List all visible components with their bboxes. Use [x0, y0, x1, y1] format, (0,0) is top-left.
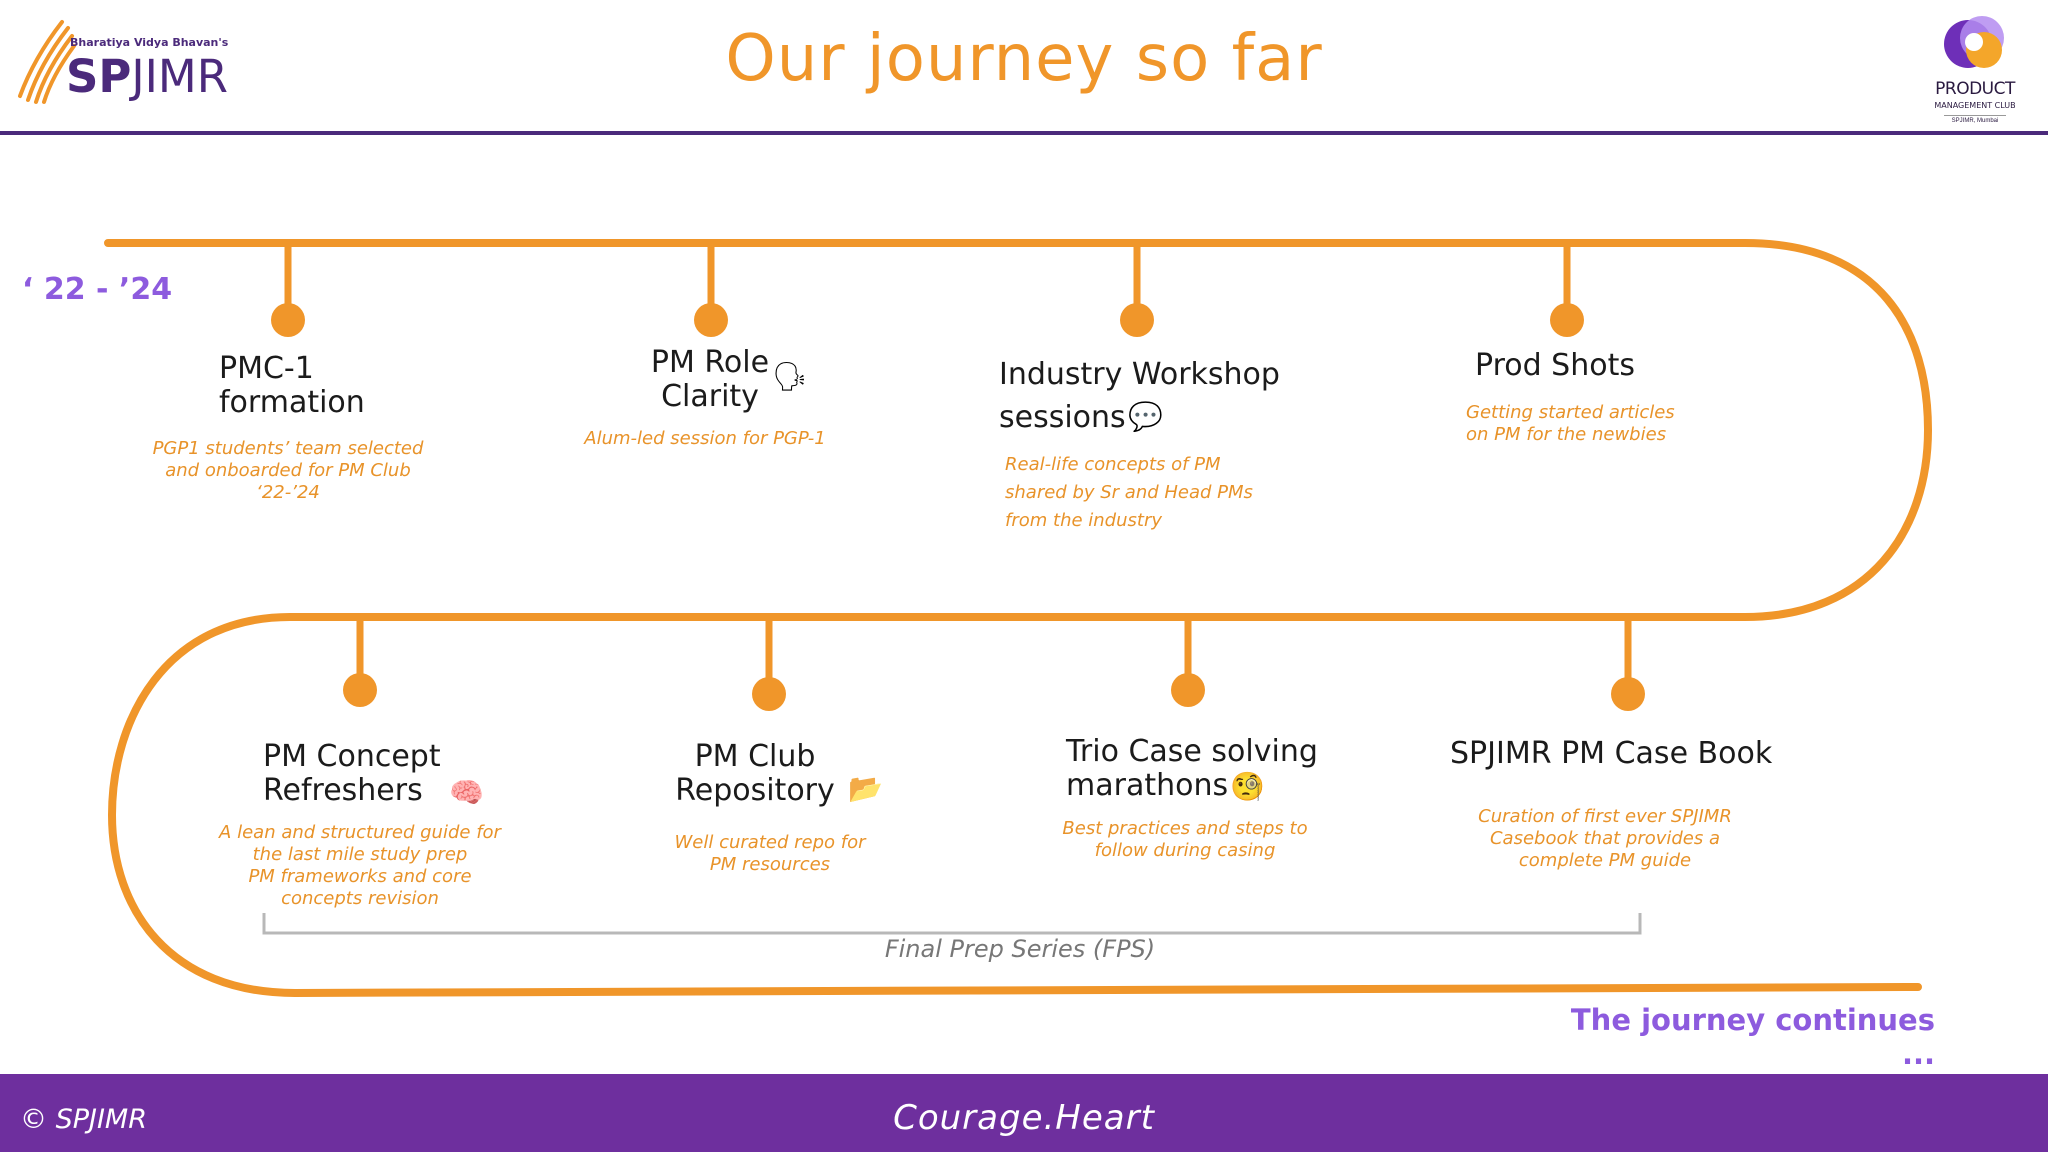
footer — [0, 1074, 2048, 1152]
milestone-desc-pm-role: Alum-led session for PGP-1 — [570, 428, 840, 450]
brand-name-rest: JIMR — [131, 50, 229, 103]
milestone-dot — [752, 677, 786, 711]
milestone-title-line: Clarity — [661, 379, 759, 414]
milestone-title-line: Repository — [675, 773, 835, 808]
footer-copyright: © SPJIMR — [20, 1104, 147, 1135]
desc-line: from the industry — [1005, 510, 1162, 531]
club-subtitle: MANAGEMENT CLUB — [1934, 101, 2016, 110]
journey-continues-label: The journey continues ... — [1570, 1003, 1935, 1071]
milestone-title-trio-case: Trio Case solving marathons — [1066, 735, 1318, 803]
brand-subtitle: Bharatiya Vidya Bhavan's — [70, 36, 229, 49]
milestone-title-line: SPJIMR PM Case Book — [1450, 736, 1773, 771]
milestone-title-line: PM Role — [650, 345, 770, 380]
desc-line: Alum-led session for PGP-1 — [584, 428, 826, 449]
desc-line: and onboarded for PM Club — [165, 460, 411, 481]
folder-icon: 📂 — [848, 773, 883, 804]
speech-bubble-icon: 💬 — [1128, 401, 1163, 432]
milestone-title-pm-role: PM Role Clarity — [610, 346, 810, 414]
club-name: PRODUCT — [1935, 79, 2015, 99]
desc-line: ‘22-’24 — [256, 482, 320, 503]
milestone-title-pm-concept: PM Concept Refreshers — [263, 740, 441, 808]
timeline-track — [104, 239, 1933, 998]
header-divider — [0, 131, 2048, 135]
desc-line: PM frameworks and core — [248, 866, 472, 887]
desc-line: the last mile study prep — [252, 844, 468, 865]
period-label: ‘ 22 - ’24 — [22, 272, 173, 307]
header — [0, 0, 2048, 133]
milestone-dot — [694, 303, 728, 337]
desc-line: on PM for the newbies — [1466, 424, 1667, 445]
desc-line: shared by Sr and Head PMs — [1005, 482, 1253, 503]
desc-line: Getting started articles — [1466, 402, 1675, 423]
milestone-desc-pm-repo: Well curated repo for PM resources — [640, 832, 900, 876]
milestone-title-line: PMC-1 — [219, 351, 314, 386]
desc-line: concepts revision — [281, 888, 439, 909]
desc-line: follow during casing — [1094, 840, 1276, 861]
spjimr-logo-icon — [18, 20, 76, 104]
milestone-title-case-book: SPJIMR PM Case Book — [1450, 737, 1772, 771]
milestone-dot — [1120, 303, 1154, 337]
milestone-dot — [1611, 677, 1645, 711]
milestone-desc-prod-shots: Getting started articles on PM for the n… — [1466, 402, 1675, 446]
thinking-face-icon: 🧐 — [1230, 771, 1265, 802]
milestone-desc-industry-workshop: Real-life concepts of PM shared by Sr an… — [1005, 451, 1253, 535]
milestone-title-prod-shots: Prod Shots — [1475, 349, 1635, 383]
milestone-title-line: sessions — [999, 400, 1126, 435]
milestone-title-industry-workshop: Industry Workshop sessions — [999, 353, 1280, 439]
desc-line: Curation of first ever SPJIMR — [1478, 806, 1732, 827]
brand-name: SPJIMR — [66, 50, 228, 103]
milestone-title-line: PM Club — [694, 739, 816, 774]
club-divider — [1944, 115, 2006, 116]
milestone-desc-pmc1: PGP1 students’ team selected and onboard… — [138, 438, 438, 504]
desc-line: Real-life concepts of PM — [1005, 454, 1221, 475]
desc-line: Well curated repo for — [674, 832, 866, 853]
brand-name-bold: SP — [66, 50, 132, 103]
milestone-title-line: Trio Case solving — [1066, 734, 1318, 769]
milestone-desc-trio-case: Best practices and steps to follow durin… — [1040, 818, 1330, 862]
milestone-desc-pm-concept: A lean and structured guide for the last… — [200, 822, 520, 910]
page-title: Our journey so far — [725, 22, 1323, 96]
desc-line: PM resources — [709, 854, 831, 875]
milestone-title-line: formation — [219, 385, 365, 420]
milestone-title-line: Prod Shots — [1475, 348, 1635, 383]
milestone-title-line: marathons — [1066, 768, 1229, 803]
desc-line: Casebook that provides a — [1489, 828, 1721, 849]
desc-line: PGP1 students’ team selected — [152, 438, 424, 459]
fps-label: Final Prep Series (FPS) — [884, 935, 1156, 963]
product-club-logo-icon — [1944, 16, 2004, 68]
milestone-dot — [271, 303, 305, 337]
milestone-desc-case-book: Curation of first ever SPJIMR Casebook t… — [1450, 806, 1760, 872]
brain-icon: 🧠 — [449, 777, 484, 808]
fps-bracket — [262, 913, 1642, 935]
milestone-dot — [1171, 673, 1205, 707]
footer-tagline: Courage.Heart — [893, 1098, 1155, 1138]
desc-line: A lean and structured guide for — [219, 822, 501, 843]
milestone-title-line: Refreshers — [263, 773, 423, 808]
milestone-title-line: Industry Workshop — [999, 357, 1280, 392]
milestone-dot — [343, 673, 377, 707]
milestone-title-pmc1: PMC-1 formation — [219, 352, 365, 420]
desc-line: Best practices and steps to — [1062, 818, 1308, 839]
speaking-head-icon: 🗣 — [772, 361, 808, 392]
club-location: SPJIMR, Mumbai — [1951, 118, 1999, 124]
desc-line: complete PM guide — [1518, 850, 1692, 871]
milestone-title-pm-repo: PM Club Repository — [660, 740, 850, 808]
timeline-path — [104, 239, 1933, 998]
milestone-dot — [1550, 303, 1584, 337]
milestone-title-line: PM Concept — [263, 739, 441, 774]
